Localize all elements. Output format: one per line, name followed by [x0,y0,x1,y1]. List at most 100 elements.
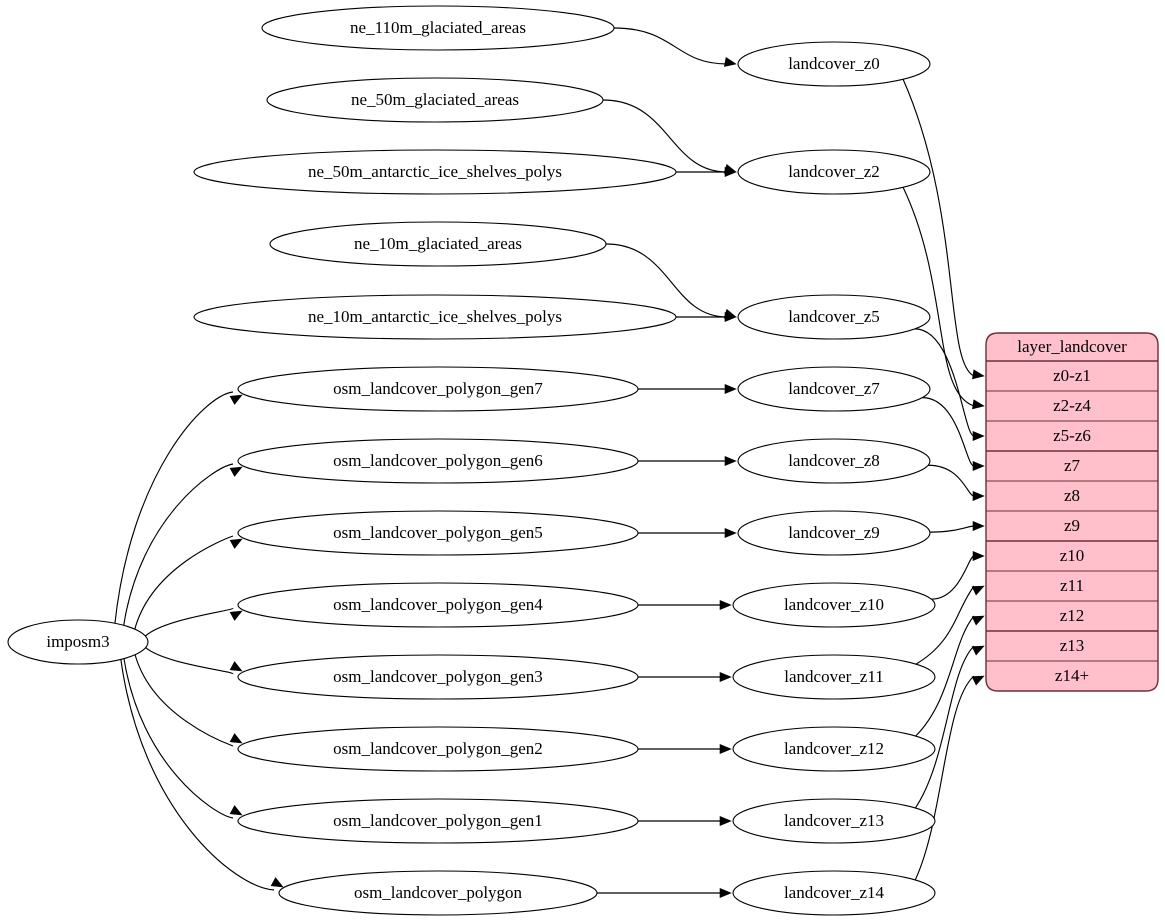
node-osm_landcover_polygon_gen1[interactable]: osm_landcover_polygon_gen1 [237,798,639,844]
edge-arrowhead [229,805,243,816]
edge-landcover_z0-to-row-0 [902,79,985,380]
node-landcover_z12[interactable]: landcover_z12 [732,726,936,772]
node-shape [237,798,639,844]
edge-line [133,535,234,632]
node-shape [732,870,936,916]
edge-arrowhead [971,585,985,596]
edge-line [602,99,728,173]
node-ne_10m_glaciated_areas[interactable]: ne_10m_glaciated_areas [269,221,607,267]
node-landcover_z10[interactable]: landcover_z10 [732,582,936,628]
nodes-layer: imposm3 ne_110m_glaciated_areas ne_50m_gla… [7,5,936,916]
node-shape [237,510,639,556]
layer-landcover-table[interactable]: layer_landcoverz0-z1z2-z4z5-z6z7z8z9z10z… [985,332,1159,692]
node-landcover_z5[interactable]: landcover_z5 [737,294,931,340]
edge-arrowhead [972,369,985,380]
edge-line [914,675,975,882]
edge-osm_landcover_polygon_gen3-to-landcover_z11 [638,671,732,683]
node-osm_landcover_polygon_gen7[interactable]: osm_landcover_polygon_gen7 [237,366,639,412]
edge-arrowhead [719,599,732,611]
edge-arrowhead [972,430,985,442]
node-ne_110m_glaciated_areas[interactable]: ne_110m_glaciated_areas [261,5,615,51]
edge-line [123,657,234,819]
edge-arrowhead [719,671,732,683]
edge-imposm3-to-osm_landcover_polygon_gen4 [142,607,243,639]
node-osm_landcover_polygon_gen4[interactable]: osm_landcover_polygon_gen4 [237,582,639,628]
edge-arrowhead [270,877,284,888]
node-shape [737,149,931,195]
edge-arrowhead [724,311,737,323]
edge-landcover_z14-to-row-10 [914,675,985,882]
edge-landcover_z2-to-row-1 [902,187,985,410]
node-shape [732,582,936,628]
edge-imposm3-to-osm_landcover_polygon_gen3 [143,645,243,675]
node-landcover_z11[interactable]: landcover_z11 [732,654,936,700]
edge-arrowhead [971,675,985,686]
node-osm_landcover_polygon_gen6[interactable]: osm_landcover_polygon_gen6 [237,438,639,484]
node-landcover_z8[interactable]: landcover_z8 [737,438,931,484]
edge-osm_landcover_polygon_gen2-to-landcover_z12 [638,743,732,755]
edge-line [914,585,975,666]
node-landcover_z0[interactable]: landcover_z0 [737,41,931,87]
node-shape [269,221,607,267]
edge-arrowhead [229,466,243,477]
edge-osm_landcover_polygon_gen6-to-landcover_z8 [638,455,737,467]
edge-line [613,27,728,65]
edge-imposm3-to-osm_landcover_polygon_gen2 [134,652,243,747]
edge-line [142,607,234,639]
edge-arrowhead [724,166,737,178]
node-osm_landcover_polygon_gen3[interactable]: osm_landcover_polygon_gen3 [237,654,639,700]
edge-line [902,79,975,377]
node-landcover_z9[interactable]: landcover_z9 [737,510,931,556]
edge-line [929,525,975,533]
node-shape [737,510,931,556]
edge-line [928,464,975,497]
node-osm_landcover_polygon[interactable]: osm_landcover_polygon [278,870,598,916]
node-landcover_z7[interactable]: landcover_z7 [737,366,931,412]
node-landcover_z13[interactable]: landcover_z13 [732,798,936,844]
node-landcover_z14[interactable]: landcover_z14 [732,870,936,916]
edge-line [143,645,234,675]
node-landcover_z2[interactable]: landcover_z2 [737,149,931,195]
node-shape [737,366,931,412]
node-ne_50m_antarctic_ice_shelves_polys[interactable]: ne_50m_antarctic_ice_shelves_polys [193,149,677,195]
edge-imposm3-to-osm_landcover_polygon [120,657,284,891]
node-shape [237,582,639,628]
edge-osm_landcover_polygon_gen4-to-landcover_z10 [638,599,732,611]
node-osm_landcover_polygon_gen2[interactable]: osm_landcover_polygon_gen2 [237,726,639,772]
edge-arrowhead [719,887,732,899]
node-osm_landcover_polygon_gen5[interactable]: osm_landcover_polygon_gen5 [237,510,639,556]
edge-line [902,187,975,407]
node-shape [737,294,931,340]
node-ne_10m_antarctic_ice_shelves_polys[interactable]: ne_10m_antarctic_ice_shelves_polys [193,294,677,340]
edge-arrowhead [719,815,732,827]
node-shape [237,438,639,484]
edge-osm_landcover_polygon_gen5-to-landcover_z9 [638,527,737,539]
edge-osm_landcover_polygon_gen1-to-landcover_z13 [638,815,732,827]
edge-arrowhead [971,615,985,626]
node-ne_50m_glaciated_areas[interactable]: ne_50m_glaciated_areas [266,77,604,123]
node-shape [732,798,936,844]
edge-ne_110m_glaciated_areas-to-landcover_z0 [613,27,737,67]
layer-table-background [985,332,1159,692]
edge-line [931,555,975,600]
edge-arrowhead [229,733,243,744]
edge-line [114,391,234,625]
node-shape [732,726,936,772]
edge-arrowhead [229,661,243,672]
edge-osm_landcover_polygon_gen7-to-landcover_z7 [638,383,737,395]
edge-ne_10m_antarctic_ice_shelves_polys-to-landcover_z5 [676,311,737,323]
edge-landcover_z13-to-row-9 [914,645,985,810]
edge-landcover_z10-to-row-6 [931,550,985,600]
node-shape [237,654,639,700]
edge-arrowhead [229,394,243,405]
edge-osm_landcover_polygon-to-landcover_z14 [597,887,732,899]
edge-line [122,463,234,627]
edge-landcover_z7-to-row-3 [922,397,985,472]
node-shape [237,726,639,772]
node-shape [237,366,639,412]
edge-landcover_z5-to-row-2 [914,328,985,442]
node-imposm3[interactable]: imposm3 [7,619,149,665]
edge-line [120,657,275,891]
